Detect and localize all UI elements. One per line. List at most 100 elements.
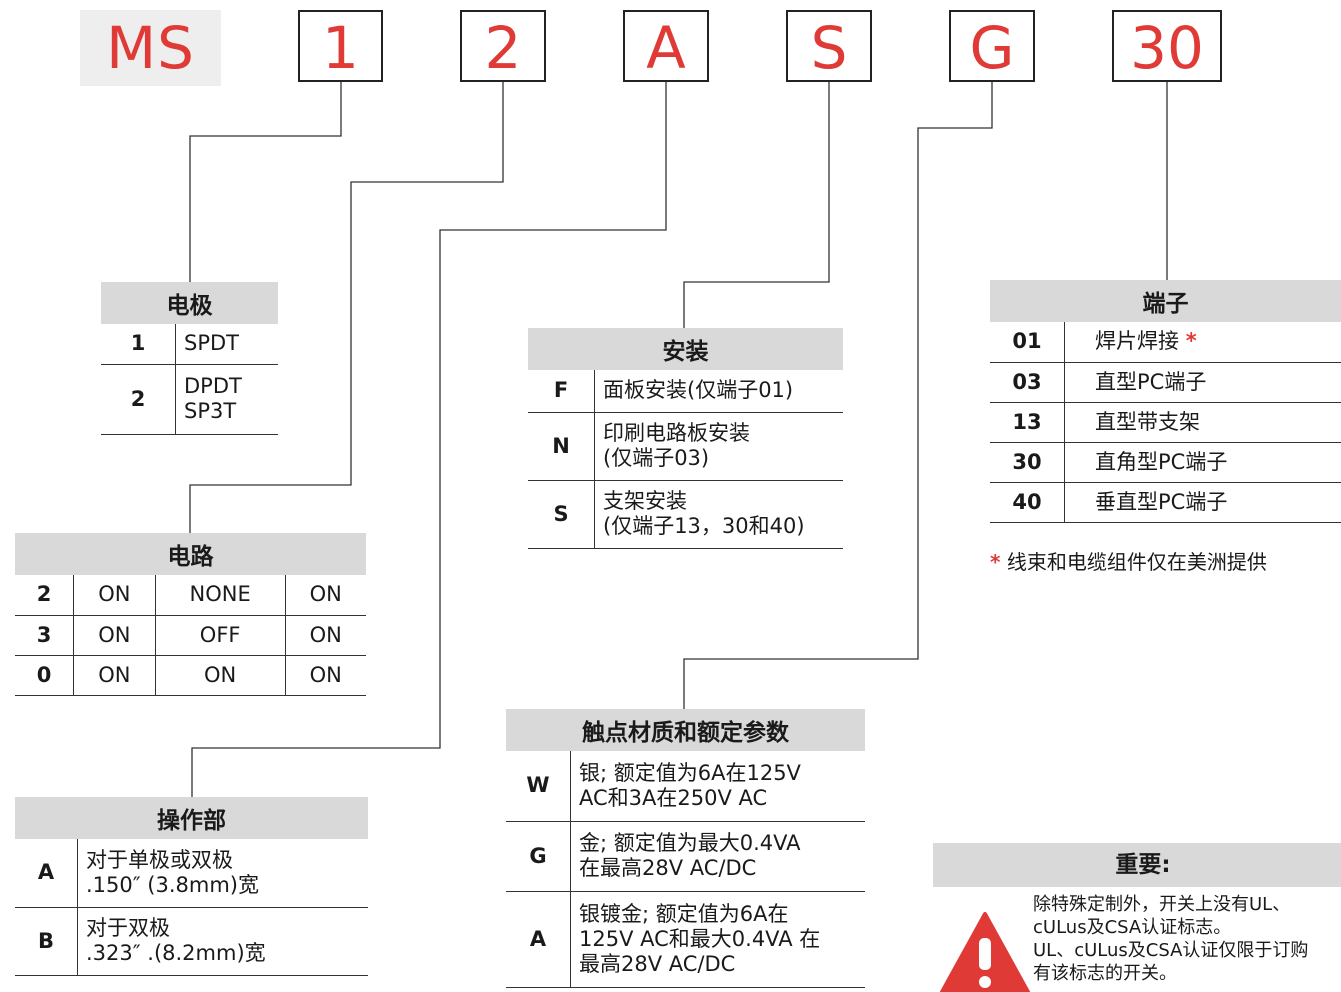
terminals-label: 垂直型PC端子 bbox=[1065, 482, 1341, 522]
terminals-label: 焊片焊接 * bbox=[1065, 322, 1341, 362]
actuator-table: 操作部 A 对于单极或双极.150″ (3.8mm)宽 B 对于双极.323″ … bbox=[15, 797, 368, 976]
poles-label-line: SP3T bbox=[184, 399, 270, 424]
circuit-cell: ON bbox=[285, 655, 366, 695]
actuator-title: 操作部 bbox=[15, 797, 368, 839]
table-row: S 支架安装(仅端子13，30和40) bbox=[528, 480, 843, 548]
table-row: 03 直型PC端子 bbox=[990, 362, 1341, 402]
important-line: cULus及CSA认证标志。 bbox=[1033, 916, 1341, 939]
terminals-table: 端子 01 焊片焊接 * 03 直型PC端子 13 直型带支架 30 直角型PC… bbox=[990, 280, 1341, 523]
table-row: N 印刷电路板安装(仅端子03) bbox=[528, 412, 843, 480]
important-line: 除特殊定制外，开关上没有UL、 bbox=[1033, 893, 1341, 916]
mounting-label-line: (仅端子03) bbox=[603, 446, 835, 471]
table-row: 01 焊片焊接 * bbox=[990, 322, 1341, 362]
mounting-label-line: 支架安装 bbox=[603, 489, 835, 514]
actuator-label-line: 对于单极或双极 bbox=[86, 848, 360, 873]
footnote-text: 线束和电缆组件仅在美洲提供 bbox=[1007, 550, 1267, 574]
circuit-key: 2 bbox=[15, 575, 74, 615]
contacts-label-line: 银镀金; 额定值为6A在 bbox=[579, 902, 857, 927]
connector-poles bbox=[190, 82, 341, 282]
mounting-title: 安装 bbox=[528, 328, 843, 370]
important-title: 重要: bbox=[933, 843, 1341, 887]
mounting-label-line: 面板安装(仅端子01) bbox=[603, 378, 835, 403]
contacts-label-line: 最高28V AC/DC bbox=[579, 952, 857, 977]
terminals-label: 直角型PC端子 bbox=[1065, 442, 1341, 482]
table-row: 30 直角型PC端子 bbox=[990, 442, 1341, 482]
circuit-cell: ON bbox=[74, 655, 156, 695]
mounting-key: N bbox=[528, 412, 595, 480]
contacts-label-line: 银; 额定值为6A在125V bbox=[579, 761, 857, 786]
terminals-key: 13 bbox=[990, 402, 1065, 442]
terminals-key: 30 bbox=[990, 442, 1065, 482]
circuit-cell: ON bbox=[155, 655, 285, 695]
terminals-key: 01 bbox=[990, 322, 1065, 362]
mounting-label-line: (仅端子13，30和40) bbox=[603, 514, 835, 539]
mounting-label: 印刷电路板安装(仅端子03) bbox=[595, 412, 844, 480]
poles-label: SPDT bbox=[176, 324, 279, 364]
connector-mounting bbox=[684, 82, 829, 328]
contacts-key: W bbox=[506, 751, 571, 821]
terminals-label: 直型PC端子 bbox=[1065, 362, 1341, 402]
contacts-key: G bbox=[506, 821, 571, 891]
table-row: 13 直型带支架 bbox=[990, 402, 1341, 442]
asterisk-mark: * bbox=[1186, 329, 1197, 353]
actuator-key: B bbox=[15, 907, 78, 975]
warning-triangle-icon bbox=[940, 912, 1030, 992]
poles-key: 1 bbox=[101, 324, 176, 364]
terminals-label: 直型带支架 bbox=[1065, 402, 1341, 442]
terminals-key: 03 bbox=[990, 362, 1065, 402]
poles-label-line: DPDT bbox=[184, 374, 270, 399]
actuator-label: 对于单极或双极.150″ (3.8mm)宽 bbox=[78, 839, 369, 907]
important-line: UL、cULus及CSA认证仅限于订购 bbox=[1033, 939, 1341, 962]
important-line: 有该标志的开关。 bbox=[1033, 962, 1341, 985]
mounting-key: S bbox=[528, 480, 595, 548]
mounting-key: F bbox=[528, 370, 595, 412]
terminals-key: 40 bbox=[990, 482, 1065, 522]
mounting-label: 支架安装(仅端子13，30和40) bbox=[595, 480, 844, 548]
poles-key: 2 bbox=[101, 364, 176, 434]
important-text: 除特殊定制外，开关上没有UL、 cULus及CSA认证标志。 UL、cULus及… bbox=[1033, 893, 1341, 985]
circuit-cell: ON bbox=[285, 615, 366, 655]
circuit-cell: ON bbox=[74, 615, 156, 655]
poles-title: 电极 bbox=[101, 282, 278, 324]
table-row: 1 SPDT bbox=[101, 324, 278, 364]
table-row: A 对于单极或双极.150″ (3.8mm)宽 bbox=[15, 839, 368, 907]
contacts-label-line: 125V AC和最大0.4VA 在 bbox=[579, 927, 857, 952]
circuit-cell: NONE bbox=[155, 575, 285, 615]
mounting-label: 面板安装(仅端子01) bbox=[595, 370, 844, 412]
actuator-label: 对于双极.323″ .(8.2mm)宽 bbox=[78, 907, 369, 975]
table-row: 3 ON OFF ON bbox=[15, 615, 366, 655]
terminals-title: 端子 bbox=[990, 280, 1341, 322]
circuit-cell: ON bbox=[74, 575, 156, 615]
mounting-label-line: 印刷电路板安装 bbox=[603, 421, 835, 446]
table-row: F 面板安装(仅端子01) bbox=[528, 370, 843, 412]
table-row: 0 ON ON ON bbox=[15, 655, 366, 695]
circuit-cell: ON bbox=[285, 575, 366, 615]
table-row: 40 垂直型PC端子 bbox=[990, 482, 1341, 522]
poles-label-line: SPDT bbox=[184, 331, 239, 355]
circuit-table: 电路 2 ON NONE ON 3 ON OFF ON 0 ON ON ON bbox=[15, 533, 366, 696]
contacts-label-line: AC和3A在250V AC bbox=[579, 786, 857, 811]
table-row: 2 ON NONE ON bbox=[15, 575, 366, 615]
actuator-key: A bbox=[15, 839, 78, 907]
contacts-label-line: 在最高28V AC/DC bbox=[579, 856, 857, 881]
circuit-title: 电路 bbox=[15, 533, 366, 575]
circuit-key: 3 bbox=[15, 615, 74, 655]
mounting-table: 安装 F 面板安装(仅端子01) N 印刷电路板安装(仅端子03) S 支架安装… bbox=[528, 328, 843, 549]
contacts-label-line: 金; 额定值为最大0.4VA bbox=[579, 831, 857, 856]
circuit-cell: OFF bbox=[155, 615, 285, 655]
contacts-title: 触点材质和额定参数 bbox=[506, 709, 865, 751]
terminals-footnote: * 线束和电缆组件仅在美洲提供 bbox=[990, 546, 1267, 575]
circuit-key: 0 bbox=[15, 655, 74, 695]
table-row: B 对于双极.323″ .(8.2mm)宽 bbox=[15, 907, 368, 975]
actuator-label-line: .150″ (3.8mm)宽 bbox=[86, 873, 360, 898]
